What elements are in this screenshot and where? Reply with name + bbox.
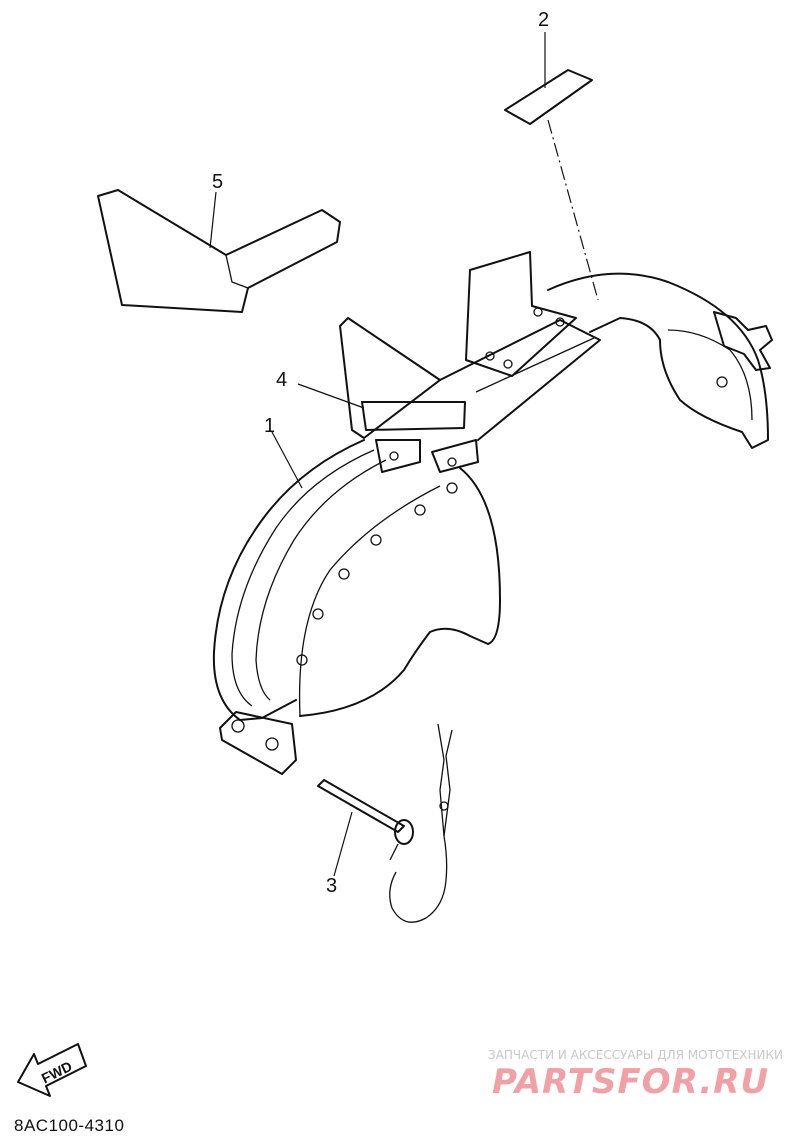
leader-5	[209, 191, 217, 249]
leader-2-dashed	[547, 119, 599, 301]
leader-4	[297, 383, 365, 409]
callout-4: 4	[276, 369, 287, 391]
part-5-v-pad	[97, 189, 341, 313]
fwd-label: FWD	[39, 1058, 75, 1086]
watermark-caption: ЗАПЧАСТИ И АКСЕССУАРЫ ДЛЯ МОТОТЕХНИКИ	[488, 1048, 784, 1062]
part-1-fender	[212, 251, 773, 775]
callout-5: 5	[212, 171, 223, 193]
callout-1: 1	[264, 415, 275, 437]
fwd-arrow-icon: FWD	[17, 1043, 87, 1097]
part-4-plate	[361, 401, 466, 431]
part-3-pin	[317, 723, 453, 923]
callout-2: 2	[538, 9, 549, 31]
watermark-logo: PARTSFOR.RU	[492, 1062, 770, 1102]
diagram-code: 8AC100-4310	[14, 1116, 125, 1135]
leader-3	[333, 811, 353, 877]
leader-1	[271, 431, 303, 489]
callout-3: 3	[326, 875, 337, 897]
part-2-decal	[504, 69, 593, 125]
